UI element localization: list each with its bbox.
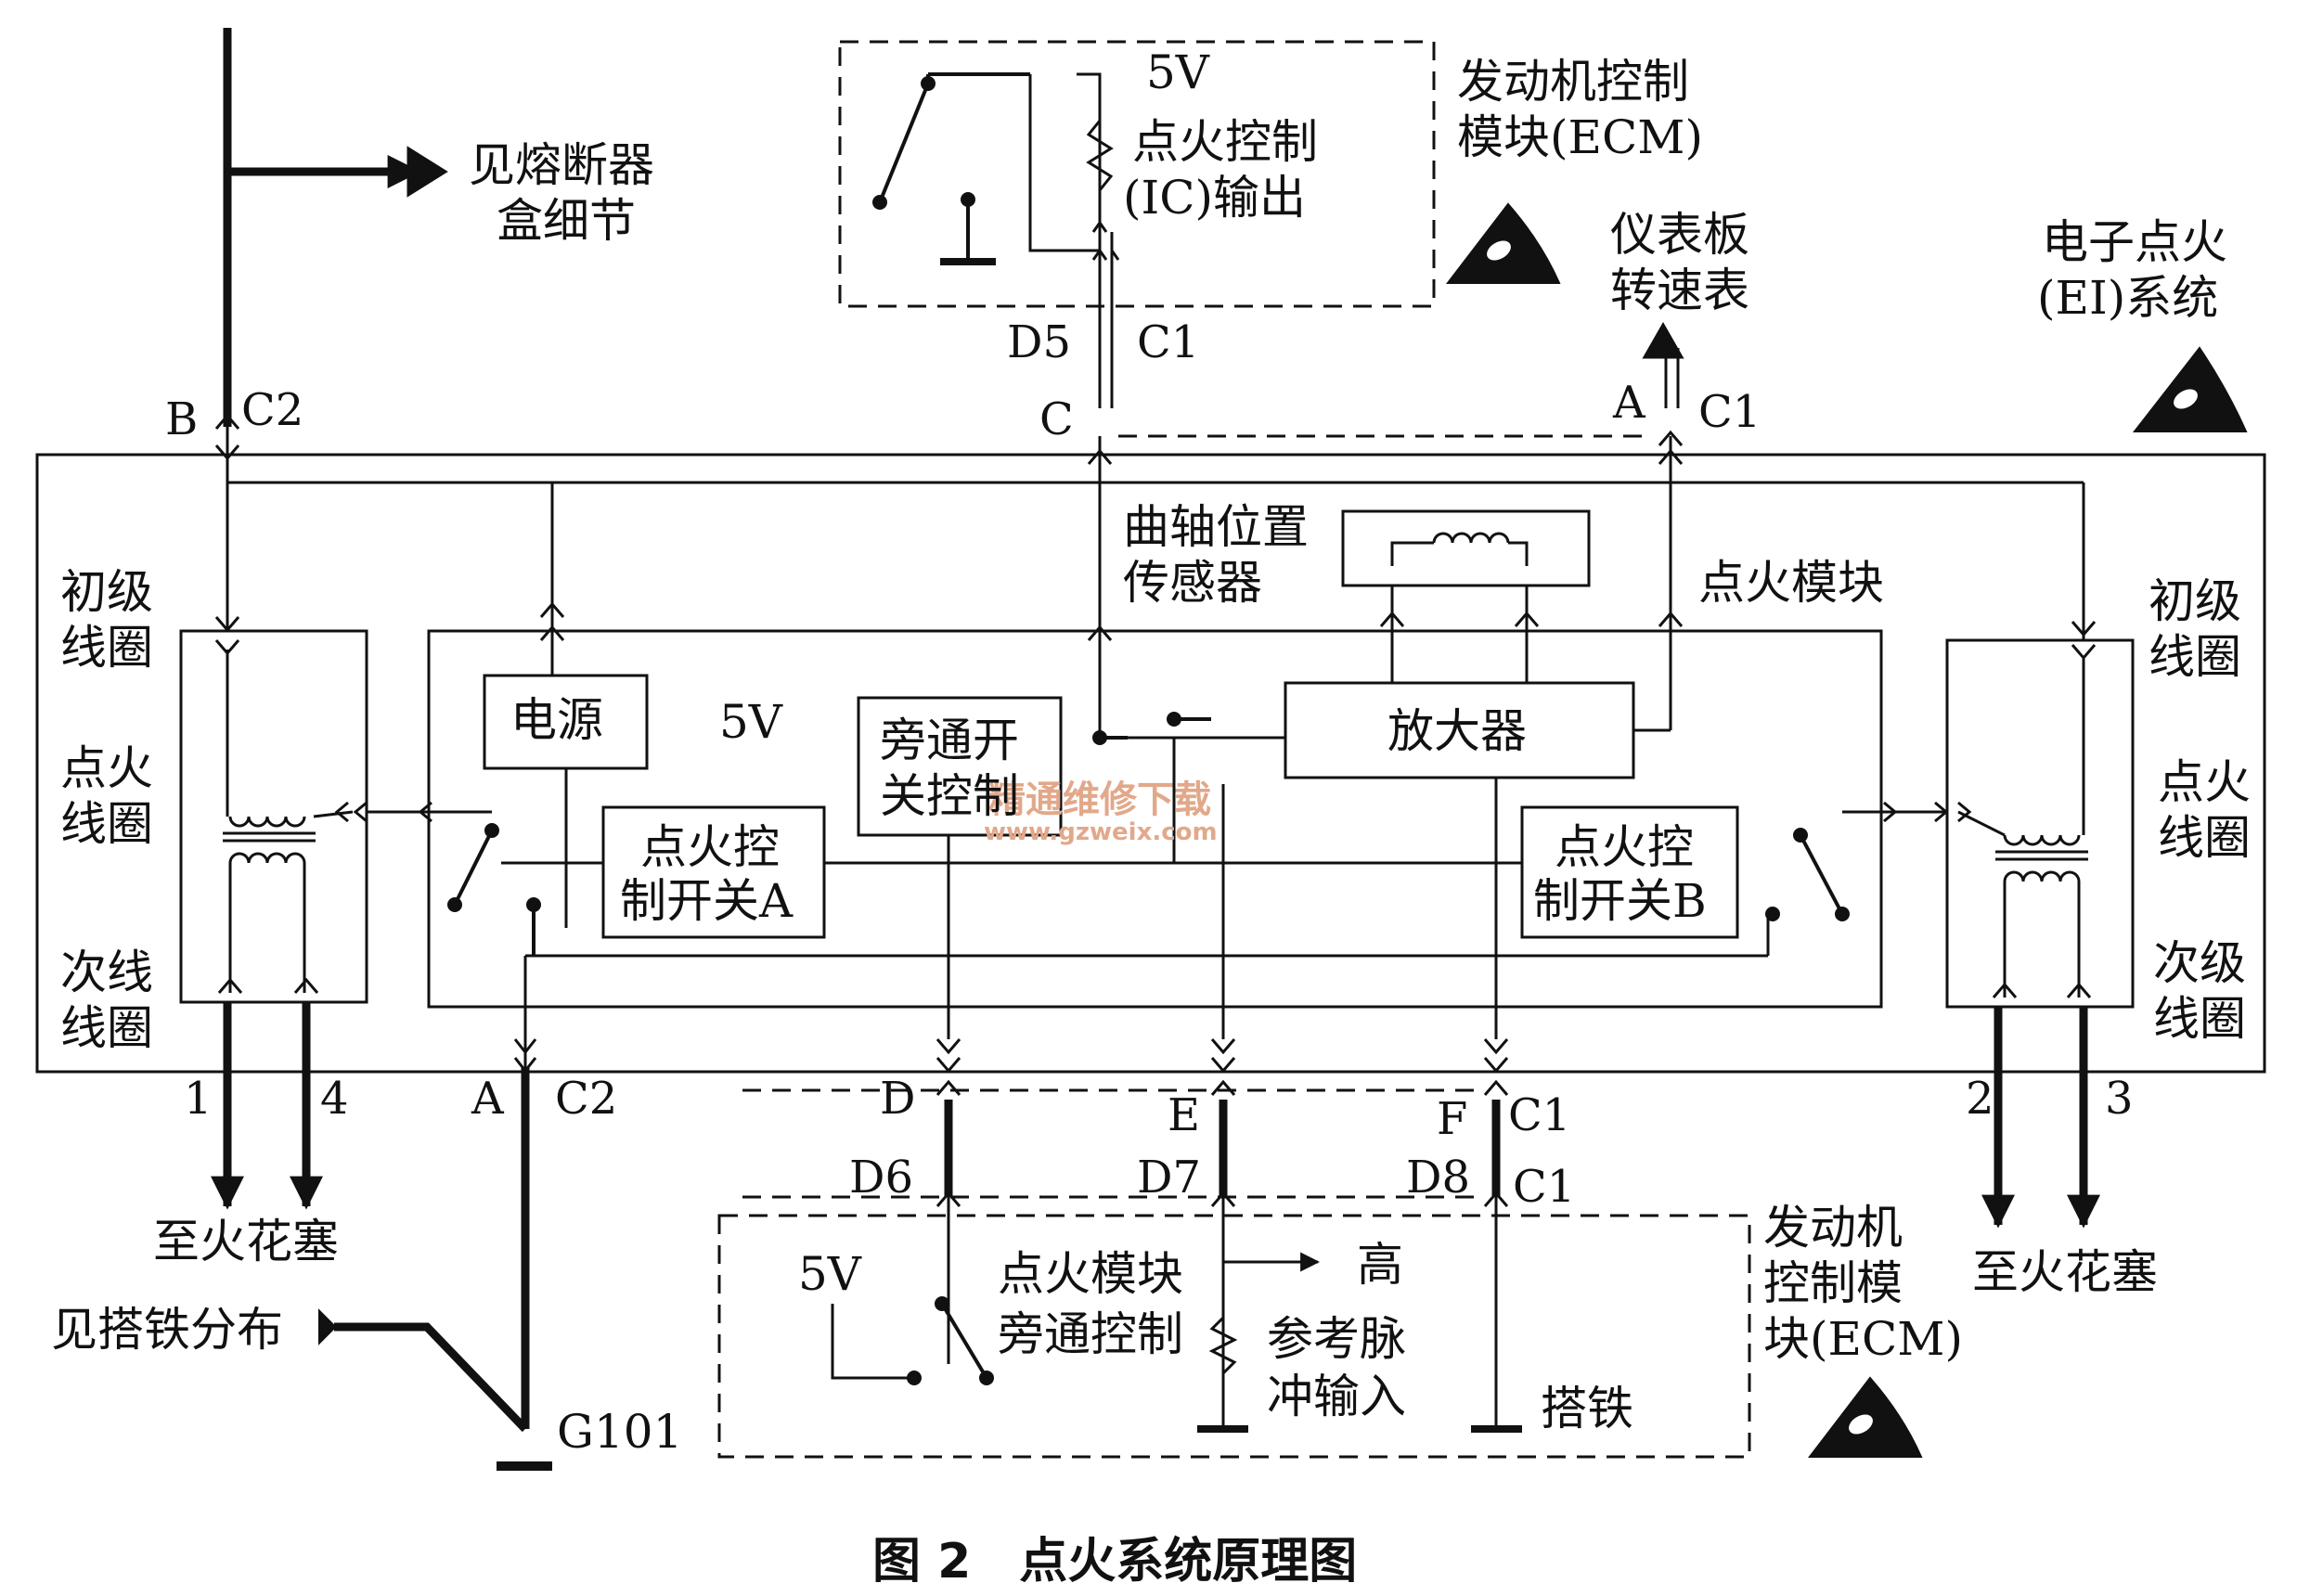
switch-a-line2: 制开关A — [620, 874, 794, 928]
crank-sensor-box — [1341, 509, 1591, 587]
ref-pulse-line1: 参考脉 — [1267, 1312, 1406, 1366]
tach-line1: 仪表板 — [1610, 208, 1749, 262]
pin-c1-d5: C1 — [1137, 316, 1199, 368]
pin-c: C — [1039, 393, 1074, 445]
switch-b-line2: 制开关B — [1533, 874, 1707, 928]
pin-a-top: A — [1612, 377, 1646, 429]
ecm-top-5v: 5V — [1146, 45, 1210, 99]
ei-line2: (EI)系统 — [2037, 271, 2218, 325]
ei-system-box — [35, 453, 2266, 1074]
left-coil-box — [179, 629, 368, 1004]
left-primary-line1: 初级 — [60, 565, 153, 619]
tach-line2: 转速表 — [1610, 264, 1749, 317]
fuse-line2: 盒细节 — [497, 194, 636, 248]
right-primary-line2: 线圈 — [2149, 630, 2241, 684]
ignition-module-label: 点火模块 — [1698, 556, 1884, 610]
watermark-line2: www.gzweix.com — [984, 818, 1218, 846]
bypass-control-line1: 点火模块 — [998, 1247, 1183, 1301]
amplifier-label: 放大器 — [1387, 704, 1527, 758]
pin-d6: D6 — [849, 1152, 913, 1203]
ecm-bottom-box — [717, 1214, 1751, 1459]
pin-c2-top: C2 — [241, 384, 303, 436]
ecm-bottom-title1: 发动机 — [1763, 1201, 1903, 1255]
ecm-top-title1: 发动机控制 — [1457, 55, 1689, 109]
pin-f: F — [1437, 1093, 1467, 1145]
pin-4: 4 — [320, 1073, 349, 1125]
pin-a-bottom: A — [471, 1073, 505, 1125]
bypass-block-line2: 关控制 — [880, 769, 1019, 823]
spark-plug-left: 至火花塞 — [153, 1215, 339, 1268]
pin-1: 1 — [184, 1073, 213, 1125]
right-coil-box — [1945, 638, 2135, 1009]
bypass-control-line2: 旁通控制 — [998, 1307, 1183, 1361]
left-primary-line2: 线圈 — [60, 621, 153, 675]
ic-output-line1: 点火控制 — [1132, 115, 1318, 169]
power-5v-label: 5V — [719, 695, 783, 749]
power-label: 电源 — [510, 693, 603, 747]
ecm-bottom-5v: 5V — [798, 1247, 862, 1301]
left-secondary-line2: 线圈 — [60, 1001, 153, 1055]
watermark-line1: 精通维修下载 — [988, 779, 1211, 821]
switch-a-block — [601, 805, 826, 939]
fuse-line1: 见熔断器 — [469, 138, 654, 192]
pin-d: D — [880, 1073, 915, 1125]
ref-pulse-line2: 冲输入 — [1267, 1370, 1406, 1423]
g101-label: G101 — [557, 1405, 682, 1459]
pin-2: 2 — [1966, 1073, 1994, 1125]
switch-b-block — [1520, 805, 1739, 939]
pin-c1-top: C1 — [1698, 386, 1761, 438]
ecm-top-box — [838, 40, 1436, 308]
figure-caption: 图 2 点火系统原理图 — [872, 1534, 1357, 1590]
crank-sensor-line1: 曲轴位置 — [1123, 500, 1309, 554]
ic-output-line2: (IC)输出 — [1123, 171, 1306, 225]
pin-d5: D5 — [1007, 316, 1071, 368]
pin-3: 3 — [2105, 1073, 2134, 1125]
left-ign-coil-line1: 点火 — [60, 741, 153, 795]
pin-d8: D8 — [1406, 1152, 1470, 1203]
switch-b-line1: 点火控 — [1555, 820, 1694, 874]
pin-c1-d8: C1 — [1513, 1161, 1575, 1213]
right-ign-coil-line2: 线圈 — [2158, 811, 2251, 865]
ground-distribution: 见搭铁分布 — [51, 1303, 283, 1357]
pin-c1-f: C1 — [1508, 1089, 1570, 1141]
right-primary-line1: 初级 — [2149, 574, 2241, 628]
pin-c2-bottom: C2 — [555, 1073, 617, 1125]
left-secondary-line1: 次线 — [60, 946, 153, 999]
ei-line1: 电子点火 — [2042, 215, 2227, 269]
right-secondary-line1: 次级 — [2153, 936, 2246, 990]
pin-e: E — [1168, 1089, 1200, 1141]
high-label: 高 — [1357, 1238, 1403, 1292]
pin-b: B — [165, 393, 198, 445]
pin-d7: D7 — [1137, 1152, 1201, 1203]
right-ign-coil-line1: 点火 — [2158, 755, 2251, 809]
crank-sensor-line2: 传感器 — [1123, 556, 1262, 610]
bypass-block-line1: 旁通开 — [880, 714, 1019, 767]
left-ign-coil-line2: 线圈 — [60, 797, 153, 851]
bypass-control-block — [857, 696, 1063, 837]
switch-a-line1: 点火控 — [640, 820, 780, 874]
ecm-bottom-title3: 块(ECM) — [1763, 1312, 1963, 1366]
ecm-bottom-title2: 控制模 — [1763, 1256, 1903, 1310]
ecm-top-title2: 模块(ECM) — [1457, 110, 1703, 164]
spark-plug-right: 至火花塞 — [1972, 1245, 2158, 1299]
ground-label: 搭铁 — [1541, 1382, 1633, 1435]
right-secondary-line2: 线圈 — [2153, 992, 2246, 1046]
